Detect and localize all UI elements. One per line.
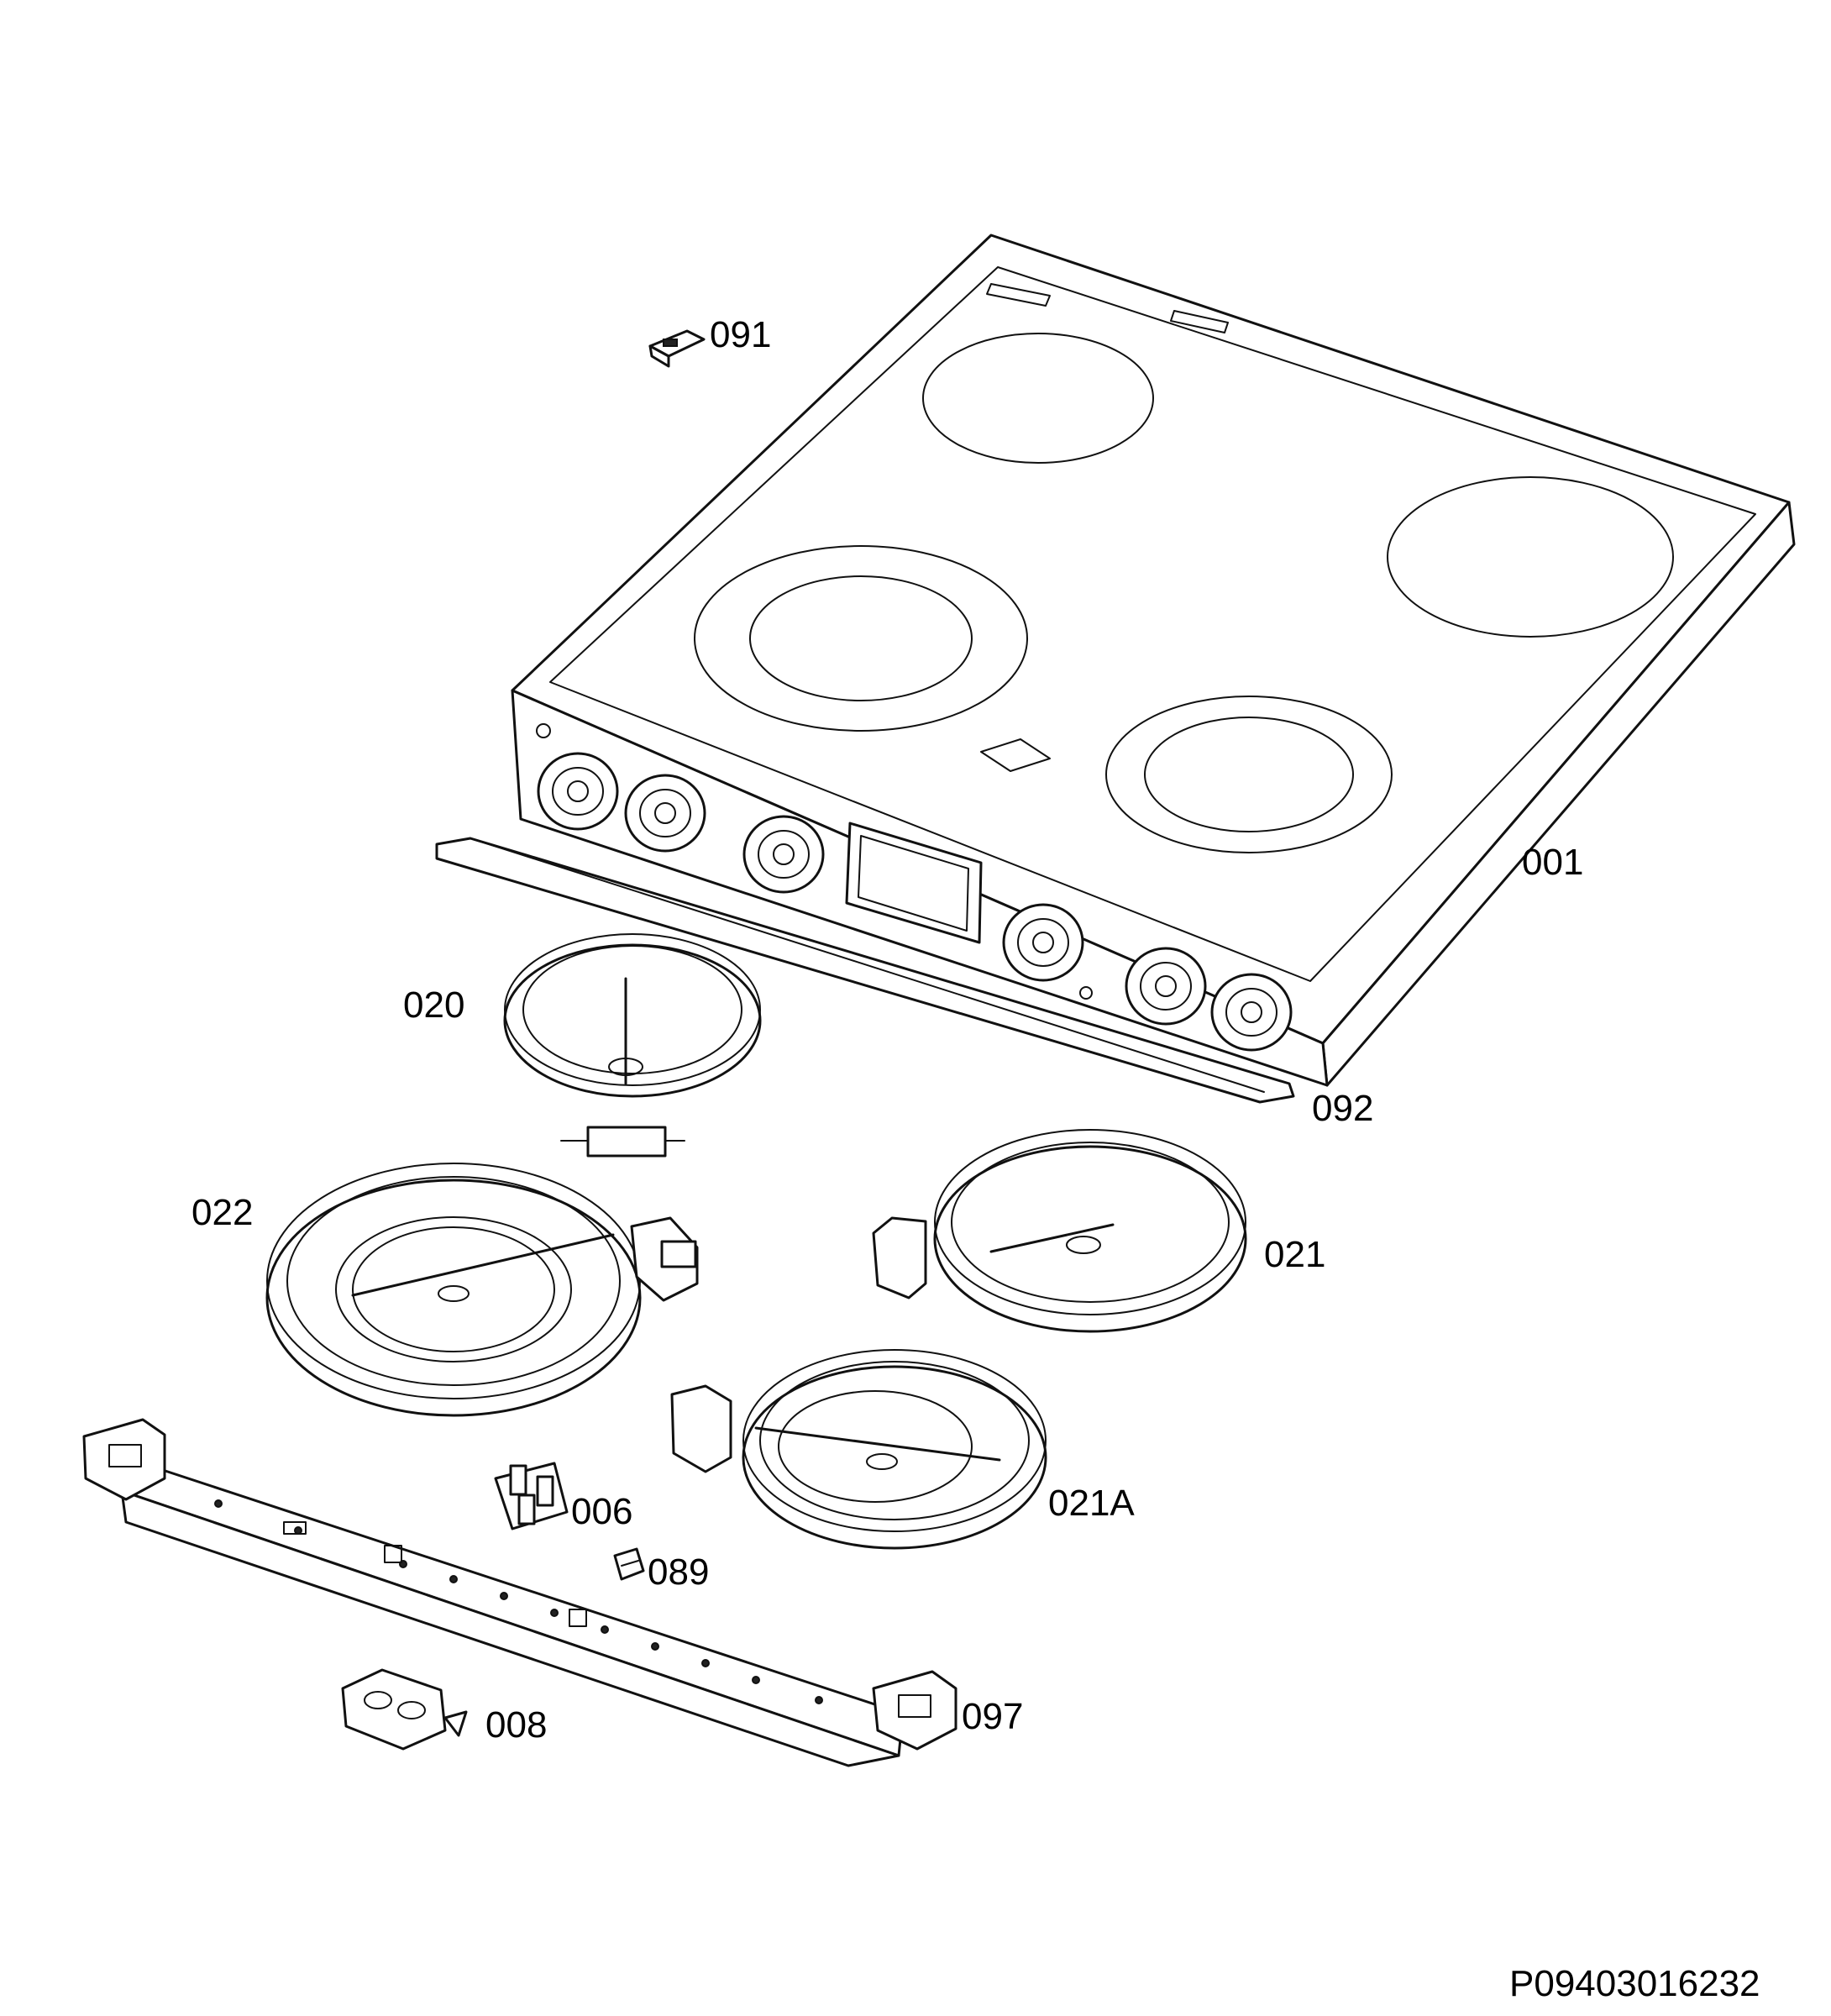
label-089: 089	[648, 1551, 710, 1593]
control-knob	[537, 752, 619, 831]
label-021: 021	[1264, 1234, 1326, 1275]
diagram-code: P09403016232	[1509, 1963, 1760, 2004]
control-knob	[1125, 947, 1207, 1026]
label-097: 097	[962, 1696, 1024, 1737]
bracket-008	[341, 1668, 468, 1751]
trim-strip-092	[435, 837, 1295, 1104]
terminal-block-006	[494, 1462, 569, 1530]
control-knob	[624, 774, 706, 853]
cooktop-001	[511, 234, 1796, 1087]
label-022: 022	[191, 1192, 254, 1233]
label-092: 092	[1312, 1088, 1374, 1129]
mounting-rail-097	[82, 1418, 957, 1767]
heating-element-022	[265, 1163, 699, 1417]
label-091: 091	[710, 314, 772, 355]
connector-089	[613, 1547, 645, 1581]
control-knob	[742, 815, 825, 894]
label-008: 008	[485, 1704, 548, 1746]
control-knob	[1002, 903, 1084, 982]
label-006: 006	[571, 1491, 633, 1532]
clip-091	[648, 329, 706, 368]
label-001: 001	[1522, 842, 1584, 883]
label-020: 020	[403, 984, 465, 1026]
label-021A: 021A	[1048, 1483, 1135, 1524]
rail-holes	[214, 1499, 823, 1704]
heating-element-020	[503, 933, 762, 1158]
control-knob	[1210, 973, 1293, 1052]
heating-element-021A	[670, 1349, 1047, 1550]
heating-element-021	[872, 1129, 1247, 1333]
